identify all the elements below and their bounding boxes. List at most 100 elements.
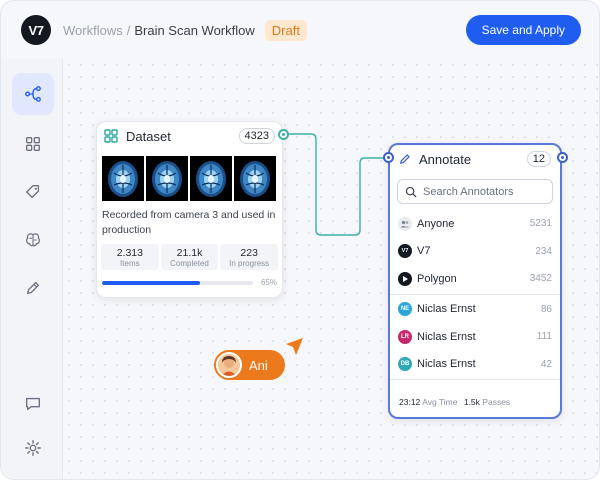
annotator-group-name: V7 [417, 245, 431, 258]
collaborator-cursor-icon [286, 338, 303, 355]
collaborator-name: Ani [249, 357, 268, 373]
v7-logo-icon: V7 [398, 244, 412, 259]
v7-logo[interactable]: V7 [21, 15, 51, 45]
stat-label: In progress [229, 259, 270, 268]
dataset-output-port[interactable] [278, 129, 289, 140]
annotator-group-name: Anyone [417, 217, 455, 230]
port-dot [387, 156, 390, 159]
breadcrumb-separator: / [126, 22, 131, 38]
passes-label: Passes [482, 397, 511, 407]
sidebar-item-settings[interactable] [12, 427, 54, 469]
annotate-output-port[interactable] [557, 152, 568, 163]
divider [390, 293, 560, 295]
list-item[interactable]: Polygon 3452 [390, 265, 560, 293]
stat-items: 2.313 Items [101, 244, 159, 270]
dataset-header: Dataset 4323 [97, 122, 282, 150]
annotate-node[interactable]: Annotate 12 Search Annotators [388, 143, 562, 419]
pen-icon [400, 154, 410, 164]
brain-scan-thumbnail[interactable] [146, 156, 188, 201]
avatar [216, 352, 242, 378]
list-item[interactable]: DB Niclas Ernst 42 [390, 351, 560, 379]
dataset-title: Dataset [126, 128, 171, 144]
dataset-stats: 2.313 Items 21.1k Completed 223 In progr… [101, 244, 279, 270]
list-item[interactable]: NE Niclas Ernst 86 [390, 296, 560, 324]
list-item[interactable]: Anyone 5231 [390, 210, 560, 238]
divider [390, 379, 560, 380]
annotator-count: 5231 [529, 218, 552, 230]
dataset-description: Recorded from camera 3 and used in produ… [102, 209, 276, 236]
header: V7 Workflows / Brain Scan Workflow Draft… [1, 1, 599, 59]
brain-scan-image [240, 160, 270, 197]
search-icon [405, 186, 417, 197]
avatar: DB [398, 357, 412, 372]
breadcrumb-current[interactable]: Brain Scan Workflow [134, 22, 255, 38]
sidebar-item-models[interactable] [12, 219, 54, 261]
sidebar-item-classes[interactable] [12, 171, 54, 213]
brain-icon [26, 233, 40, 247]
breadcrumb-workflows[interactable]: Workflows [63, 22, 123, 38]
status-badge: Draft [264, 19, 307, 41]
stat-completed: 21.1k Completed [160, 244, 219, 270]
annotate-title: Annotate [419, 151, 472, 167]
pen-icon [26, 281, 40, 295]
polygon-logo-icon [398, 271, 412, 286]
annotator-list: Anyone 5231 V7 V7 234 Polygon 3452 NE Ni… [390, 210, 560, 380]
stat-label: Items [120, 259, 140, 268]
sidebar-item-datasets[interactable] [12, 123, 54, 165]
brain-scan-image [108, 160, 138, 197]
annotator-count: 86 [540, 303, 552, 315]
annotator-name: Niclas Ernst [417, 330, 476, 343]
annotator-group-name: Polygon [417, 272, 457, 285]
annotate-footer: 23:12 Avg Time 1.5k Passes [399, 397, 510, 407]
passes-value: 1.5k [463, 397, 480, 407]
list-item[interactable]: LR Niclas Ernst 111 [390, 323, 560, 351]
brain-scan-thumbnail[interactable] [102, 156, 144, 201]
annotator-name: Niclas Ernst [417, 358, 476, 371]
dataset-node[interactable]: Dataset 4323 [96, 121, 283, 298]
port-dot [561, 156, 564, 159]
progress-fill [102, 280, 201, 285]
dataset-count: 4323 [238, 128, 275, 144]
grid-icon [26, 137, 40, 151]
stat-value: 2.313 [116, 247, 143, 259]
search-annotators-input[interactable]: Search Annotators [397, 179, 553, 204]
brain-scan-thumbnail[interactable] [234, 156, 276, 201]
tag-icon [26, 185, 40, 199]
sidebar-item-annotate[interactable] [12, 267, 54, 309]
avg-time-label: Avg Time [422, 397, 458, 407]
port-dot [282, 133, 285, 136]
stat-value: 21.1k [176, 247, 203, 259]
stat-label: Completed [170, 259, 209, 268]
annotate-input-port[interactable] [383, 152, 394, 163]
dataset-grid-icon [104, 129, 118, 143]
breadcrumb: Workflows / Brain Scan Workflow [63, 23, 255, 38]
brain-scan-image [152, 160, 182, 197]
annotator-count: 3452 [529, 273, 552, 285]
avg-time-value: 23:12 [399, 397, 421, 407]
dataset-progress: 65% [102, 278, 277, 287]
stat-in-progress: 223 In progress [220, 244, 279, 270]
dataset-thumbnails [97, 156, 282, 201]
save-and-apply-button[interactable]: Save and Apply [465, 15, 581, 45]
annotator-count: 42 [540, 358, 552, 370]
sidebar-item-workflows[interactable] [12, 73, 54, 115]
workflow-icon [25, 86, 41, 102]
stat-value: 223 [240, 247, 258, 259]
progress-percent: 65% [260, 278, 277, 287]
avatar: NE [398, 302, 412, 317]
annotator-count: 111 [536, 331, 552, 343]
brain-scan-thumbnail[interactable] [190, 156, 232, 201]
sidebar-item-comments[interactable] [12, 383, 54, 425]
list-item[interactable]: V7 V7 234 [390, 238, 560, 266]
gear-icon [25, 440, 41, 456]
collaborator-cursor-label: Ani [214, 350, 285, 380]
annotator-count: 234 [535, 245, 552, 257]
brain-scan-image [196, 160, 226, 197]
progress-track [102, 280, 253, 285]
chat-icon [26, 397, 40, 411]
annotate-header: Annotate 12 [390, 145, 560, 173]
avatar: LR [398, 329, 412, 344]
sidebar [1, 59, 63, 479]
